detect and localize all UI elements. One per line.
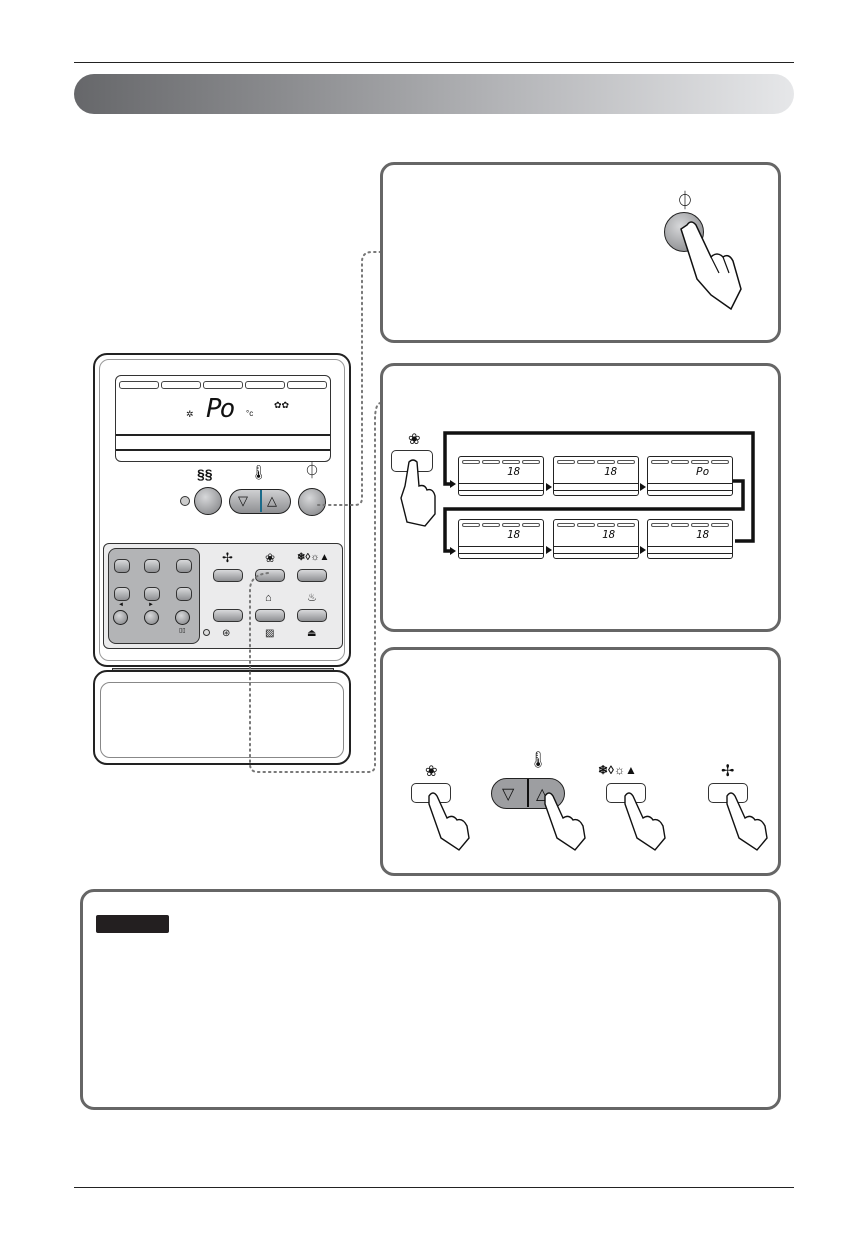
- lcd-segment: [245, 381, 285, 389]
- home-leave-button[interactable]: [255, 609, 285, 622]
- sub-function-icon: ♨: [307, 592, 317, 604]
- fan-speed-icon: ❀: [425, 763, 438, 780]
- mode-icon: ❄◊☼▲: [297, 552, 330, 563]
- swing-icon: §§: [197, 466, 213, 482]
- arrow-icon: [546, 483, 552, 491]
- ventilation-button[interactable]: [213, 609, 243, 622]
- temp-up-button[interactable]: △: [267, 493, 277, 508]
- jet-icon: ✢: [721, 763, 735, 780]
- cluster-key-6[interactable]: [176, 587, 192, 601]
- lcd-segment: [161, 381, 201, 389]
- lcd-step-3: Po: [647, 456, 733, 496]
- jet-button[interactable]: [213, 569, 243, 582]
- lcd-step-2: 18: [553, 456, 639, 496]
- pressing-hand-icon: [544, 792, 586, 851]
- lcd-unit: °c: [246, 409, 254, 418]
- pressing-hand-icon: [680, 221, 742, 311]
- power-icon: ⏀: [304, 463, 321, 480]
- controller-bezel: [99, 359, 345, 661]
- arrow-icon: [546, 546, 552, 554]
- arrow-icon: [450, 480, 456, 488]
- lcd-segment: [119, 381, 159, 389]
- fan-speed-button[interactable]: [255, 569, 285, 582]
- fan-speed-icon: ❀: [265, 551, 276, 565]
- rocker-divider: [527, 779, 529, 807]
- note-badge: [96, 915, 169, 933]
- pressing-hand-icon: [428, 792, 470, 851]
- temp-down-button[interactable]: ▽: [502, 786, 515, 803]
- swing-icon: ✲: [186, 409, 194, 419]
- thermometer-icon: 🌡: [528, 752, 549, 769]
- lcd-step-value: 18: [507, 465, 521, 478]
- cluster-key-5[interactable]: [144, 587, 160, 601]
- controller-lid[interactable]: [93, 670, 351, 765]
- jet-icon: ✢: [222, 550, 233, 565]
- pressing-hand-icon: [624, 792, 666, 851]
- cluster-key-1[interactable]: [114, 559, 130, 573]
- left-button[interactable]: [113, 610, 128, 625]
- top-rule: [74, 62, 794, 63]
- sub-function-button[interactable]: [297, 609, 327, 622]
- lcd-step-value: 18: [602, 528, 616, 541]
- cluster-led: [203, 629, 210, 636]
- filter-icon: ▨: [265, 628, 275, 639]
- note-box: [80, 889, 781, 1110]
- cluster-key-3[interactable]: [176, 559, 192, 573]
- lid-inner-outline: [100, 682, 344, 758]
- indicator-led: [180, 496, 190, 506]
- book-icon: ▯▯: [179, 628, 186, 634]
- lcd-step-1: 18: [458, 456, 544, 496]
- cluster-key-4[interactable]: [114, 587, 130, 601]
- mode-button[interactable]: [297, 569, 327, 582]
- bottom-rule: [74, 1187, 794, 1188]
- lcd-step-value: 18: [696, 528, 710, 541]
- pressing-hand-icon: [726, 792, 768, 851]
- panel-fan-speed-cycle: ❀ 18 18 Po 18 18 18: [380, 363, 781, 632]
- swing-button[interactable]: [194, 487, 222, 515]
- controller-lcd: ✲ Po °c ✿✿: [115, 375, 331, 462]
- lcd-segment: [287, 381, 327, 389]
- lcd-main-value: Po: [206, 394, 235, 424]
- section-header-bar: [74, 74, 794, 114]
- temperature-rocker: ▽ △: [229, 489, 291, 514]
- function-key-panel: ◄ ► ▯▯ ✢ ❀ ❄◊☼▲ ⌂ ♨ ⊛ ▨ ⏏: [103, 543, 343, 649]
- power-button[interactable]: [298, 488, 326, 516]
- ventilation-icon: ⊛: [222, 628, 231, 639]
- mode-icon: ❄◊☼▲: [598, 763, 637, 777]
- panel-power-on: ⏀: [380, 162, 781, 343]
- lcd-segment: [203, 381, 243, 389]
- right-button[interactable]: [144, 610, 159, 625]
- cycle-loop-lines: [443, 431, 755, 553]
- lcd-step-6: 18: [647, 519, 733, 559]
- left-arrow-icon: ◄: [118, 602, 124, 608]
- lcd-step-4: 18: [458, 519, 544, 559]
- thermometer-icon: 🌡: [250, 464, 268, 480]
- lcd-step-value: 18: [507, 528, 521, 541]
- remote-controller: ✲ Po °c ✿✿ §§ 🌡 ▽ △ ⏀ ◄ ► ▯▯ ✢ ❀ ❄◊☼▲: [93, 353, 351, 667]
- power-icon: ⏀: [676, 191, 694, 211]
- fan-speed-icon: ❀: [408, 431, 421, 448]
- program-button[interactable]: [175, 610, 190, 625]
- arrow-icon: [450, 547, 456, 555]
- lcd-step-value: 18: [604, 465, 618, 478]
- lcd-divider: [116, 449, 330, 451]
- temp-down-button[interactable]: ▽: [238, 493, 248, 508]
- panel-adjust-buttons: ❀ 🌡 ▽ △ ❄◊☼▲ ✢: [380, 647, 781, 876]
- cluster-key-2[interactable]: [144, 559, 160, 573]
- arrow-icon: [640, 546, 646, 554]
- arrow-icon: [640, 483, 646, 491]
- rocker-divider: [260, 490, 262, 512]
- lcd-step-value: Po: [696, 465, 710, 478]
- right-arrow-icon: ►: [148, 602, 154, 608]
- lcd-divider: [116, 434, 330, 436]
- pressing-hand-icon: [400, 459, 436, 527]
- timer-icon: ⏏: [307, 628, 317, 639]
- fan-speed-icon: ✿✿: [274, 400, 290, 410]
- home-leave-icon: ⌂: [265, 592, 272, 604]
- lcd-step-5: 18: [553, 519, 639, 559]
